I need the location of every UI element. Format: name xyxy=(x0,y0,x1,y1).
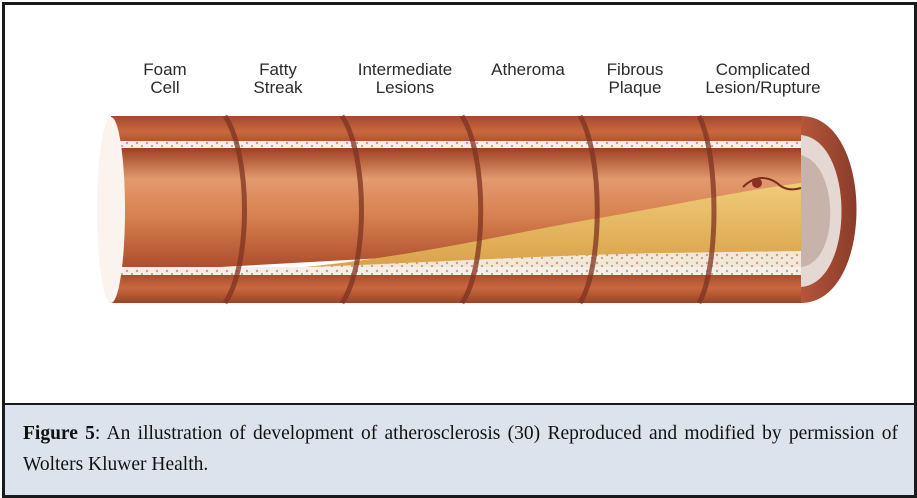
svg-text:Streak: Streak xyxy=(253,78,303,97)
svg-text:Complicated: Complicated xyxy=(716,60,811,79)
stage-label-2: Fatty Streak xyxy=(253,60,303,97)
stage-label-5: Fibrous Plaque xyxy=(607,60,664,97)
stage-label-4: Atheroma xyxy=(491,60,565,79)
caption-text: : An illustration of development of athe… xyxy=(23,423,898,475)
stage-label-1: Foam Cell xyxy=(143,60,186,97)
atherosclerosis-illustration: Foam Cell Fatty Streak Intermediate Lesi… xyxy=(5,5,914,403)
figure-caption: Figure 5: An illustration of development… xyxy=(5,403,914,495)
svg-text:Lesion/Rupture: Lesion/Rupture xyxy=(705,78,820,97)
vessel-opening xyxy=(97,117,125,303)
svg-text:Atheroma: Atheroma xyxy=(491,60,565,79)
artery-diagram: Foam Cell Fatty Streak Intermediate Lesi… xyxy=(5,5,914,403)
svg-text:Fibrous: Fibrous xyxy=(607,60,664,79)
lower-wall xyxy=(111,273,801,303)
thrombus xyxy=(752,178,762,188)
figure-number: Figure 5 xyxy=(23,423,95,444)
svg-text:Plaque: Plaque xyxy=(609,78,662,97)
svg-text:Intermediate: Intermediate xyxy=(358,60,453,79)
stage-label-3: Intermediate Lesions xyxy=(358,60,453,97)
stage-label-6: Complicated Lesion/Rupture xyxy=(705,60,820,97)
svg-text:Foam: Foam xyxy=(143,60,186,79)
svg-text:Cell: Cell xyxy=(150,78,179,97)
svg-text:Fatty: Fatty xyxy=(259,60,297,79)
upper-intima xyxy=(111,141,801,148)
svg-text:Lesions: Lesions xyxy=(376,78,435,97)
